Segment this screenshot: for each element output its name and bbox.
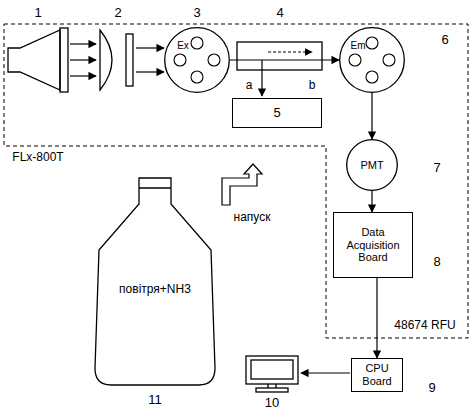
process-box: CPU Board xyxy=(351,358,403,392)
callout-number: 11 xyxy=(148,393,162,407)
node-text: CPU Board xyxy=(355,362,399,387)
computer-icon xyxy=(246,356,298,392)
instrument-name: 48674 RFU xyxy=(394,319,455,332)
gas-bottle: повітря+NH3 xyxy=(95,178,215,386)
detector-box: 5 xyxy=(232,98,322,128)
pmt-circle: PMT xyxy=(346,139,398,191)
emission-filter-wheel: Em xyxy=(339,27,405,93)
callout-number: 8 xyxy=(433,255,440,269)
beam-splitter xyxy=(237,42,322,96)
callout-number: 9 xyxy=(428,381,435,395)
signal-arrow xyxy=(371,191,372,212)
callout-number: 1 xyxy=(34,6,41,20)
node-text: повітря+NH3 xyxy=(119,283,191,297)
circle-outline xyxy=(339,27,405,93)
port-label: b xyxy=(309,79,316,92)
node-text: 5 xyxy=(273,106,280,121)
process-box: Data Acquisition Board xyxy=(333,212,413,278)
light-beam xyxy=(136,48,164,72)
callout-number: 4 xyxy=(276,6,283,20)
inlet-label: напуск xyxy=(234,211,271,224)
callout-number: 2 xyxy=(114,6,121,20)
signal-arrow xyxy=(230,59,339,60)
node-text: Ex xyxy=(177,40,189,52)
node-text: Data Acquisition Board xyxy=(337,226,409,264)
circle-outline xyxy=(164,27,230,93)
bottle-outline xyxy=(95,178,215,386)
instrument-name: FLx-800T xyxy=(12,151,63,164)
signal-arrow xyxy=(371,93,372,139)
callout-number: 3 xyxy=(193,6,200,20)
callout-number: 7 xyxy=(433,161,440,175)
node-text: Em xyxy=(351,40,366,52)
node-text: PMT xyxy=(360,159,383,172)
lamp-symbol xyxy=(8,28,68,92)
callout-number: 6 xyxy=(441,33,448,47)
data-arrow xyxy=(301,372,350,373)
instrument-outline xyxy=(4,24,468,338)
lens-filter-symbol xyxy=(100,30,133,90)
port-label: a xyxy=(246,79,253,92)
light-beam xyxy=(70,44,96,76)
signal-arrow xyxy=(376,278,377,358)
callout-number: 10 xyxy=(265,396,279,410)
excitation-filter-wheel: Ex xyxy=(164,27,230,93)
inlet-arrow xyxy=(222,164,262,205)
